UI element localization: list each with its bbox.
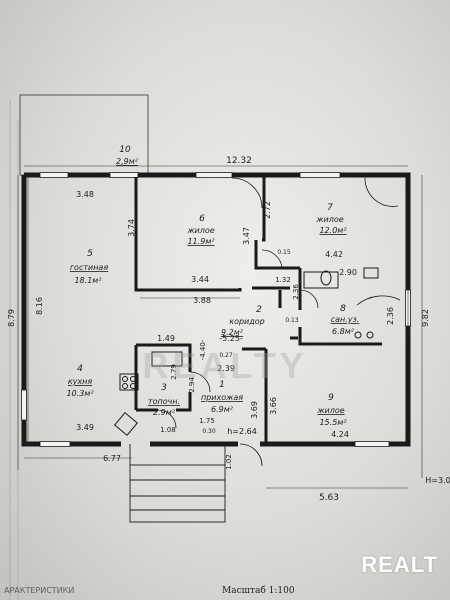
dim-top-total: 12.32 [226, 156, 252, 166]
room-5-number: 5 [87, 249, 93, 259]
room-6-name: жилое [186, 226, 214, 235]
dim-0-15: 0.15 [277, 249, 291, 256]
room-6-area: 11.9м² [187, 237, 215, 246]
dim-H: H=3.0 [425, 476, 450, 485]
interior-walls [134, 177, 382, 444]
dim-1-08: 1.08 [160, 426, 176, 434]
room-7-number: 7 [327, 203, 333, 213]
dim-1-02: 1.02 [225, 454, 233, 470]
room-1-name: прихожая [201, 393, 243, 402]
door-swings [157, 177, 401, 467]
dim-3-88: 3.88 [193, 296, 211, 305]
dim-3-49: 3.49 [76, 423, 94, 432]
watermark-corner: REALT [361, 552, 438, 577]
dimension-labels: 12.32 3.48 3.74 3.47 2.72 4.42 0.15 1.32… [7, 156, 450, 503]
room-2-number: 2 [256, 305, 262, 315]
dim-3-48: 3.48 [76, 190, 94, 199]
room-5-area: 18.1м² [74, 276, 102, 285]
dim-3-74: 3.74 [127, 219, 136, 237]
dim-3-66: 3.66 [269, 397, 278, 415]
room-7-area: 12.0м² [319, 226, 347, 235]
room-4-name: кухня [68, 377, 93, 386]
room-8-name: сан.уз. [331, 315, 360, 324]
dim-4-24: 4.24 [331, 430, 349, 439]
dim-3-47: 3.47 [242, 227, 251, 245]
fixtures [114, 267, 379, 436]
room-7-name: жилое [315, 215, 343, 224]
room-5-name: гостиная [70, 263, 108, 272]
dim-8-79: 8.79 [7, 309, 16, 327]
dim-h: h=2.64 [227, 427, 257, 436]
room-3-name: топочн. [148, 397, 180, 406]
room-10-number: 10 [119, 145, 131, 155]
watermark-center: REALTY [142, 345, 308, 386]
room-1-area: 6.9м² [211, 405, 234, 414]
dim-0-30: 0.30 [202, 428, 216, 435]
dim-5-63: 5.63 [319, 493, 339, 503]
dim-9-82: 9.82 [421, 309, 430, 327]
dim-1-75: 1.75 [199, 417, 215, 425]
room-10-area: 2,9м² [116, 157, 139, 166]
porch-steps [129, 444, 226, 523]
room-8-number: 8 [340, 304, 346, 314]
dim-4-42: 4.42 [325, 250, 343, 259]
dim-2-36b: 2.36 [386, 307, 395, 325]
room-1-number: 1 [219, 380, 225, 390]
dim-0-13: 0.13 [285, 317, 299, 324]
dim-1-32: 1.32 [275, 276, 291, 284]
dim-8-16: 8.16 [35, 297, 44, 315]
dim-2-72: 2.72 [263, 201, 272, 219]
dim-2-79: 2.79 [170, 364, 178, 380]
dim-3-69: 3.69 [250, 401, 259, 419]
dim-2-39: 2.39 [217, 364, 235, 373]
room-8-area: 6.8м² [332, 327, 355, 336]
dim-2-94: 2.94 [188, 377, 196, 393]
dim-2-90: 2.90 [339, 268, 357, 277]
dim-6-77: 6.77 [103, 454, 121, 463]
dim-0-27: 0.27 [219, 352, 233, 359]
room-4-number: 4 [77, 364, 83, 374]
dim-4-40: -4.40- [199, 339, 207, 360]
room-2-area: 9.2м² [221, 328, 244, 337]
room-3-area: 2.9м² [153, 408, 176, 417]
room-2-name: коридор [229, 317, 265, 326]
dim-1-49: 1.49 [157, 334, 175, 343]
outer-walls [21, 172, 411, 447]
scale-note: Масштаб 1:100 [222, 586, 295, 596]
dimension-lines [17, 165, 423, 489]
dim-5-25: -5.25- [219, 334, 243, 343]
dim-3-44: 3.44 [191, 275, 209, 284]
room-4-area: 10.3м² [66, 389, 94, 398]
footer-fragment: АРАКТЕРИСТИКИ [4, 586, 75, 595]
room-9-area: 15.5м² [319, 418, 347, 427]
dim-2-36a: 2.36 [292, 284, 300, 300]
room-3-number: 3 [161, 383, 167, 393]
room-6-number: 6 [199, 214, 205, 224]
room-9-name: жилое [316, 406, 344, 415]
room-9-number: 9 [328, 393, 334, 403]
room-labels: 10 2,9м² 6 жилое 11.9м² 7 жилое 12.0м² 5… [66, 145, 359, 427]
